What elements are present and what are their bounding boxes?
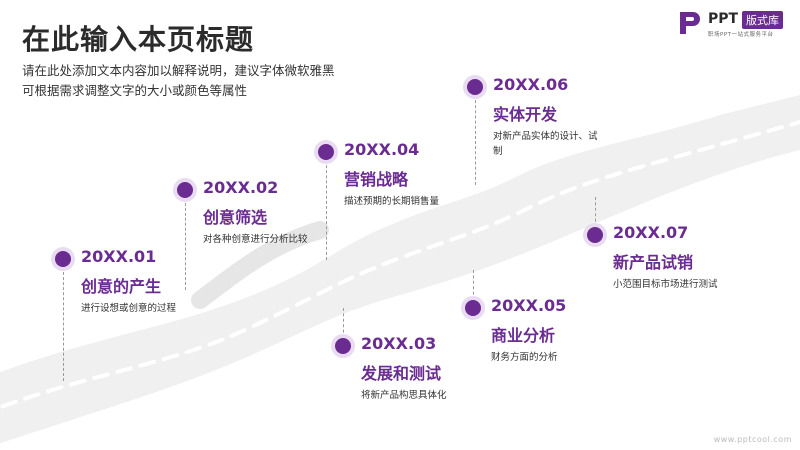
milestone-dot [177, 182, 193, 198]
milestone-connector [595, 197, 596, 227]
milestone-title: 商业分析 [491, 326, 556, 345]
milestone-description: 对各种创意进行分析比较 [203, 234, 308, 245]
milestone-connector [343, 308, 344, 338]
milestone-description: 对新产品实体的设计、试制 [493, 131, 598, 157]
milestone-connector [473, 270, 474, 300]
milestone-date: 20XX.07 [613, 223, 689, 242]
milestone-date: 20XX.02 [203, 178, 279, 197]
milestone-description: 财务方面的分析 [491, 352, 558, 363]
milestone-dot [467, 79, 483, 95]
footer-url[interactable]: www.pptcool.com [713, 435, 792, 444]
milestone-date: 20XX.06 [493, 75, 569, 94]
milestone-connector [63, 267, 64, 381]
logo-icon [680, 12, 700, 34]
milestone-dot [587, 227, 603, 243]
milestone-date: 20XX.01 [81, 247, 157, 266]
milestone-dot [465, 300, 481, 316]
milestone-date: 20XX.05 [491, 296, 567, 315]
milestone-dot [335, 338, 351, 354]
milestone-connector [326, 160, 327, 260]
milestone-dot [55, 251, 71, 267]
milestone-description: 小范围目标市场进行测试 [613, 279, 718, 290]
brand-logo[interactable]: PPT 版式库 职场PPT一站式服务平台 [678, 8, 796, 38]
milestone-dot [318, 144, 334, 160]
milestone-title: 实体开发 [493, 105, 558, 124]
milestone-date: 20XX.04 [344, 140, 420, 159]
milestone-title: 创意筛选 [203, 208, 268, 227]
milestone-description: 描述预期的长期销售量 [344, 196, 440, 207]
logo-badge: 版式库 [742, 11, 783, 29]
milestone-description: 进行设想或创意的过程 [81, 303, 177, 314]
subtitle-line-1: 请在此处添加文本内容加以解释说明，建议字体微软雅黑 [22, 63, 335, 78]
page-title: 在此输入本页标题 [22, 23, 255, 56]
logo-text: PPT [708, 11, 739, 27]
milestone-title: 发展和测试 [361, 364, 442, 383]
milestone-title: 创意的产生 [81, 277, 162, 296]
milestone-title: 营销战略 [344, 170, 409, 189]
logo-tagline: 职场PPT一站式服务平台 [708, 32, 774, 38]
milestone-connector [475, 95, 476, 185]
subtitle-line-2: 可根据需求调整文字的大小或颜色等属性 [22, 83, 248, 98]
milestone-title: 新产品试销 [613, 253, 694, 272]
milestone-description: 将新产品构思具体化 [361, 390, 447, 401]
milestone-connector [185, 198, 186, 290]
milestone-date: 20XX.03 [361, 334, 437, 353]
